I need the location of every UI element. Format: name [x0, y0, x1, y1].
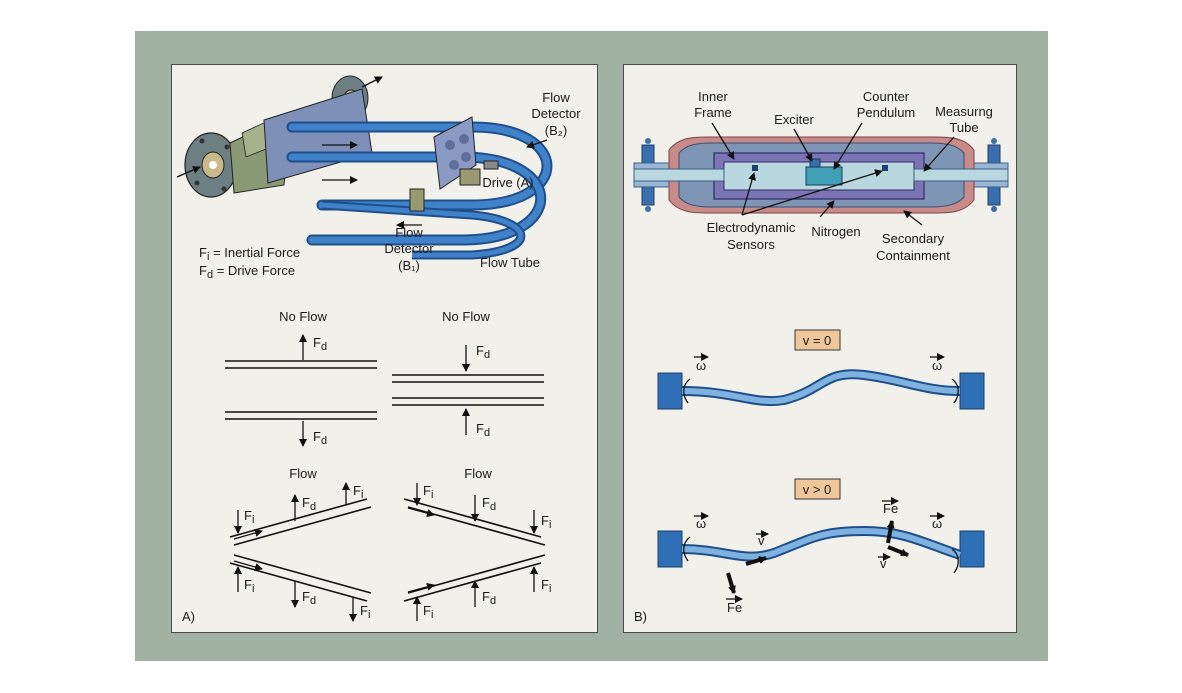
label-flow-detector-b1-line2: Detector — [384, 241, 434, 256]
omega-right-v0: ω — [932, 358, 942, 373]
panel-b-drawing: Inner Frame Exciter Counter Pendulum Mea… — [633, 89, 1009, 624]
figure-frame: Flow Detector (B₂) Drive (A) Flow Detect… — [135, 31, 1048, 661]
svg-text:Fd: Fd — [302, 495, 316, 513]
svg-text:Fd: Fd — [313, 335, 327, 353]
label-counter-pendulum-line1: Counter — [863, 89, 910, 104]
flow-right-title: Flow — [464, 466, 492, 481]
svg-text:Fd: Fd — [313, 429, 327, 447]
velocity-left: v — [758, 533, 765, 548]
label-secondary-containment-line1: Secondary — [882, 231, 945, 246]
svg-text:Fd: Fd — [476, 421, 490, 439]
label-measuring-tube-line1: Measurng — [935, 104, 993, 119]
label-flow-detector-b2-line1: Flow — [542, 90, 570, 105]
no-flow-right-diagram: No Flow Fd Fd — [392, 309, 544, 439]
panel-b-caption: B) — [634, 609, 647, 624]
svg-text:Fi: Fi — [423, 603, 433, 621]
label-flow-detector-b1-line1: Flow — [395, 225, 423, 240]
label-measuring-tube-line2: Tube — [949, 120, 978, 135]
flow-left-diagram: Flow Fi Fd Fi Fi Fd Fi — [229, 466, 372, 622]
label-flow-tube: Flow Tube — [480, 255, 540, 270]
panel-a-caption: A) — [182, 609, 195, 624]
svg-text:Fd: Fd — [482, 495, 496, 513]
omega-right-vgt0: ω — [932, 516, 942, 531]
svg-text:v > 0: v > 0 — [803, 482, 832, 497]
no-flow-right-title: No Flow — [442, 309, 490, 324]
label-flow-detector-b2-line2: Detector — [531, 106, 581, 121]
label-inner-frame-line2: Frame — [694, 105, 732, 120]
label-nitrogen: Nitrogen — [811, 224, 860, 239]
label-exciter: Exciter — [774, 112, 814, 127]
badge-vgt0 — [794, 478, 841, 500]
svg-text:Fd: Fd — [476, 343, 490, 361]
label-drive-a: Drive (A) — [482, 175, 533, 190]
svg-text:v = 0: v = 0 — [803, 333, 832, 348]
no-flow-left-title: No Flow — [279, 309, 327, 324]
label-electrodynamic-sensors-line1: Electrodynamic — [707, 220, 796, 235]
badge-v0 — [794, 329, 841, 351]
panel-a-drawing: Flow Detector (B₂) Drive (A) Flow Detect… — [176, 75, 581, 624]
svg-text:Fd: Fd — [302, 589, 316, 607]
no-flow-left-diagram: No Flow Fd Fd — [225, 309, 377, 447]
svg-text:Fi: Fi — [353, 483, 363, 501]
tube-v0-diagram: v = 0 ω ω — [657, 329, 985, 410]
svg-text:Fi: Fi — [360, 603, 370, 621]
force-legend: Fi = Inertial Force Fd = Drive Force — [199, 245, 300, 281]
fe-right: Fe — [883, 501, 898, 516]
velocity-right: v — [880, 556, 887, 571]
label-inner-frame-line1: Inner — [698, 89, 728, 104]
svg-text:Fi = Inertial Force: Fi = Inertial Force — [199, 245, 300, 263]
flow-right-diagram: Flow Fi Fd Fi Fi Fd Fi — [403, 466, 551, 621]
svg-text:Fd = Drive Force: Fd = Drive Force — [199, 263, 295, 281]
label-b1: (B₁) — [398, 258, 420, 273]
svg-text:Fi: Fi — [541, 577, 551, 595]
label-b2: (B₂) — [545, 123, 567, 138]
svg-text:Fi: Fi — [244, 577, 254, 595]
coriolis-meter-illustration — [176, 75, 553, 260]
flow-left-title: Flow — [289, 466, 317, 481]
svg-text:Fd: Fd — [482, 589, 496, 607]
svg-text:Fi: Fi — [244, 508, 254, 526]
omega-left-vgt0: ω — [696, 516, 706, 531]
svg-text:Fi: Fi — [423, 483, 433, 501]
label-counter-pendulum-line2: Pendulum — [857, 105, 916, 120]
panel-a: Flow Detector (B₂) Drive (A) Flow Detect… — [171, 64, 598, 633]
meter-cross-section — [633, 136, 1009, 214]
svg-text:Fi: Fi — [541, 513, 551, 531]
panel-b: Inner Frame Exciter Counter Pendulum Mea… — [623, 64, 1017, 633]
tube-vgt0-diagram: v > 0 ω ω v v Fe — [657, 478, 985, 615]
label-electrodynamic-sensors-line2: Sensors — [727, 237, 775, 252]
label-secondary-containment-line2: Containment — [876, 248, 950, 263]
fe-left: Fe — [727, 600, 742, 615]
omega-left-v0: ω — [696, 358, 706, 373]
